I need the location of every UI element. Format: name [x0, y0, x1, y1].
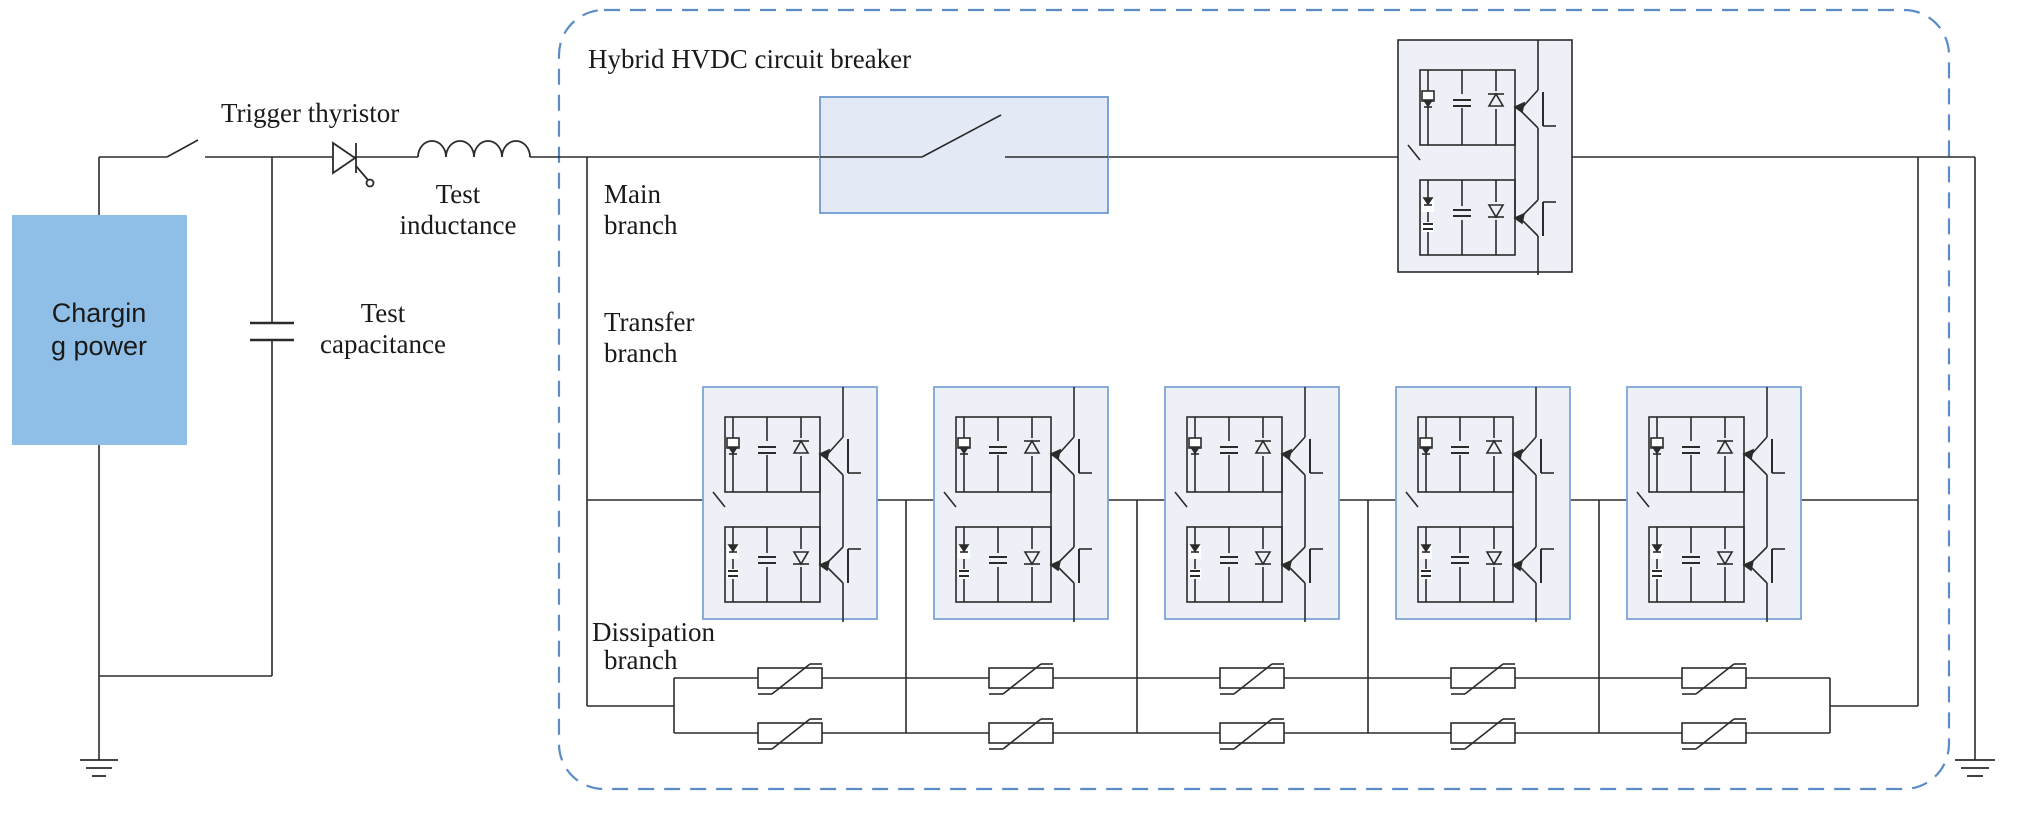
transfer-module-3 — [1164, 386, 1340, 620]
main-branch-igbt-module — [1397, 39, 1573, 273]
test-inductance-label-line2: inductance — [400, 210, 517, 240]
surge-arrester-icon — [1450, 718, 1516, 750]
surge-arrester-icon — [1681, 663, 1747, 695]
test-capacitance-capacitor-icon — [250, 321, 294, 342]
test-inductance-label-line1: Test — [436, 179, 481, 209]
charging-power-source — [12, 215, 187, 445]
trigger-thyristor-icon — [332, 141, 375, 188]
surge-arrester-icon — [1450, 663, 1516, 695]
test-capacitance-label-line1: Test — [361, 298, 406, 328]
main-branch-label-line1: Main — [604, 179, 661, 209]
transfer-branch-label-line2: branch — [604, 338, 678, 368]
main-branch-switch-box — [819, 96, 1109, 214]
trigger-thyristor-label: Trigger thyristor — [221, 98, 399, 128]
surge-arrester-icon — [757, 718, 823, 750]
transfer-module-1 — [702, 386, 878, 620]
test-inductance-inductor-coil-icon — [417, 140, 531, 158]
surge-arrester-icon — [988, 663, 1054, 695]
disconnect-switch-icon — [820, 114, 1108, 158]
ground-icon-left — [80, 759, 118, 777]
transfer-module-2 — [933, 386, 1109, 620]
surge-arrester-icon — [1219, 663, 1285, 695]
surge-arrester-icon — [1681, 718, 1747, 750]
charging-power-label-line2: g power — [51, 331, 147, 361]
test-capacitance-label-line2: capacitance — [320, 329, 446, 359]
transfer-module-5 — [1626, 386, 1802, 620]
surge-arrester-icon — [1219, 718, 1285, 750]
dissipation-branch-label-line1: Dissipation — [592, 617, 716, 647]
surge-arrester-icon — [757, 663, 823, 695]
hybrid-breaker-boundary — [557, 8, 1951, 791]
breaker-inner-wiring — [586, 157, 1919, 734]
dissipation-branch-label-line2: branch — [604, 645, 678, 675]
transfer-module-4 — [1395, 386, 1571, 620]
main-branch-label-line2: branch — [604, 210, 678, 240]
charging-power-label-line1: Chargin — [52, 298, 147, 328]
surge-arrester-icon — [988, 718, 1054, 750]
transfer-branch-label-line1: Transfer — [604, 307, 695, 337]
breaker-title: Hybrid HVDC circuit breaker — [588, 44, 911, 74]
ground-icon-right — [1955, 759, 1995, 777]
